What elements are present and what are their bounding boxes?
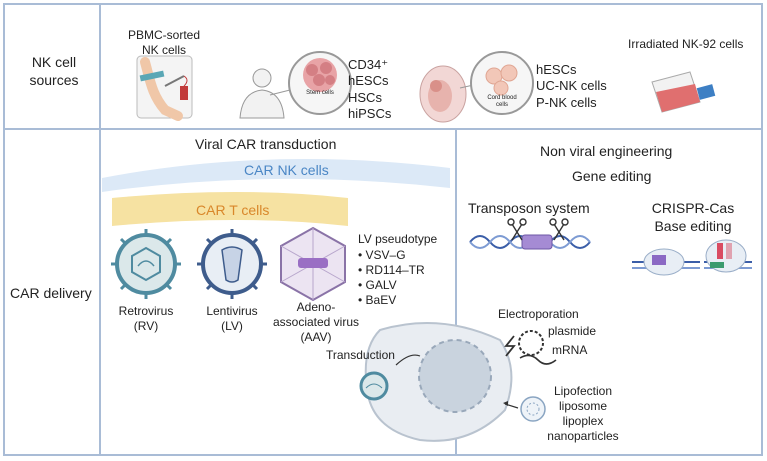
culture-flask-icon [651, 71, 716, 113]
aav-icon [280, 226, 346, 302]
lv-pseudotype-item: • RD114–TR [358, 263, 425, 277]
stem-source-list: CD34⁺ hESCs HSCs hiPSCs [348, 57, 391, 122]
cord-source-item: hESCs [536, 62, 577, 77]
cord-source-item: UC-NK cells [536, 78, 607, 94]
label-column-divider [99, 3, 101, 456]
transposon-dna-icon [469, 234, 591, 250]
crispr-label: CRISPR-Cas Base editing [651, 200, 735, 234]
stem-source-item: CD34⁺ [348, 57, 389, 72]
stem-source-item: HSCs [348, 89, 382, 105]
delivery-row-label: CAR delivery [10, 285, 92, 301]
cord-blood-magnifier-icon [470, 51, 534, 115]
delivery-column-divider [455, 128, 457, 456]
aav-label: Adeno- associated virus (AAV) [272, 300, 360, 344]
row-divider [3, 128, 763, 130]
gene-editing-label: Gene editing [572, 168, 652, 184]
lipofection-item: Lipofection [553, 384, 613, 398]
lentivirus-icon [197, 229, 267, 299]
stem-source-item: hiPSCs [348, 105, 392, 121]
fetus-icon [419, 65, 467, 123]
arm-blood-draw-icon [136, 55, 193, 121]
lentivirus-label: Lentivirus (LV) [206, 304, 258, 333]
stem-source-item: hESCs [348, 73, 389, 89]
sources-row-label: NK cell sources [29, 54, 79, 88]
liposome-icon [520, 396, 546, 422]
scissors-icon [507, 218, 569, 241]
stem-cells-magnifier-icon [288, 51, 352, 115]
cord-source-item: P-NK cells [536, 94, 597, 110]
cord-blood-tag: Cord blood cells [487, 95, 517, 108]
lv-pseudotype-item: • VSV–G [358, 248, 406, 262]
car-t-label: CAR T cells [196, 202, 270, 218]
lv-pseudotype-item: • GALV [358, 278, 397, 292]
retrovirus-icon [111, 229, 181, 299]
lv-pseudotype-item: • BaEV [358, 293, 397, 307]
mrna-label: mRNA [552, 343, 588, 357]
retrovirus-label: Retrovirus (RV) [118, 304, 174, 333]
outer-frame [3, 3, 763, 456]
car-nk-label: CAR NK cells [244, 162, 329, 178]
car-nk-band [102, 159, 450, 192]
transduction-label: Transduction [326, 348, 395, 362]
crispr-cas-icon [632, 239, 752, 276]
human-silhouette-icon [239, 68, 285, 119]
viral-title: Viral CAR transduction [195, 136, 337, 152]
lipofection-list: Lipofection liposome lipoplex nanopartic… [546, 384, 620, 444]
transduction-virus-icon [359, 371, 389, 401]
target-cell-icon [364, 321, 513, 442]
plasmide-label: plasmide [548, 324, 597, 338]
lipofection-item: nanoparticles [547, 429, 619, 443]
nk92-label: Irradiated NK-92 cells [628, 37, 744, 51]
transduction-arrow [395, 354, 421, 366]
electroporation-icon [504, 330, 557, 365]
lv-pseudotype-title: LV pseudotype [358, 232, 438, 246]
stem-cells-tag: Stem cells [306, 90, 334, 96]
transposon-label: Transposon system [468, 200, 590, 216]
lipofection-item: lipoplex [562, 414, 604, 428]
nonviral-title: Non viral engineering [540, 143, 673, 159]
cord-source-list: hESCs UC-NK cells P-NK cells [536, 62, 607, 111]
electroporation-label: Electroporation [498, 307, 579, 321]
lipofection-item: liposome [558, 399, 608, 413]
car-t-band [112, 192, 348, 226]
lv-pseudotype-list: • VSV–G • RD114–TR • GALV • BaEV [358, 248, 425, 308]
pbmc-label: PBMC-sorted NK cells [127, 28, 201, 57]
